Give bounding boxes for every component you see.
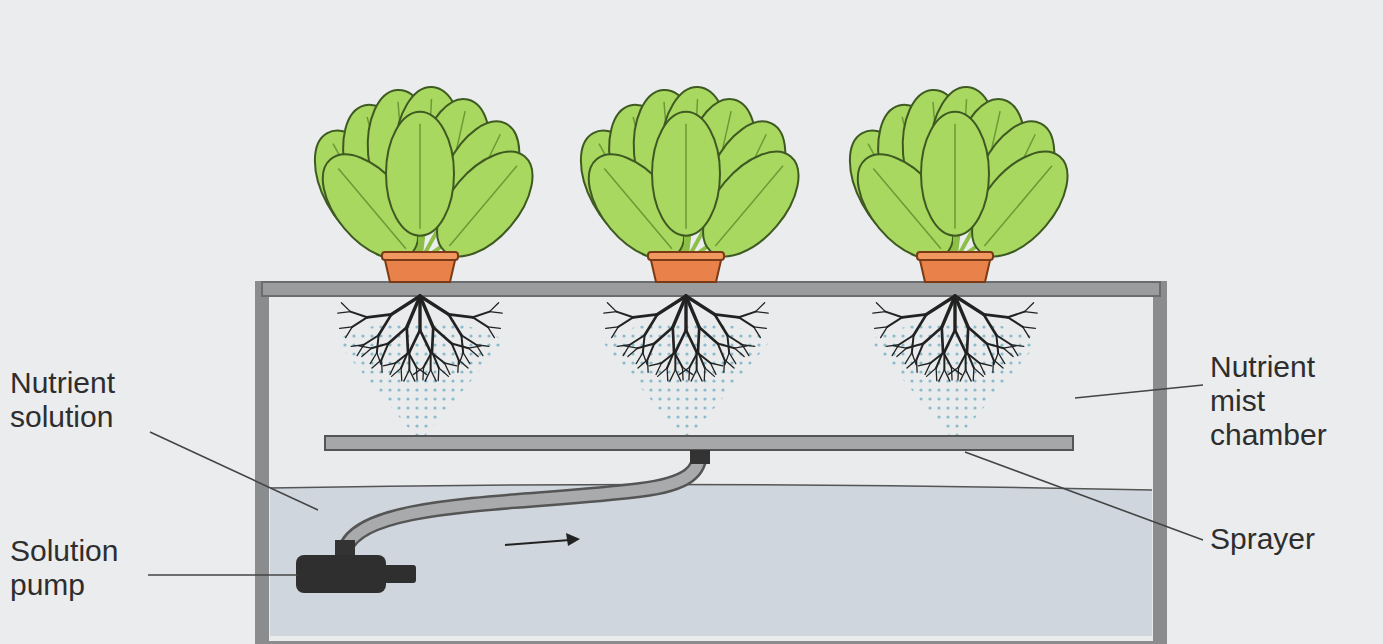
hose bbox=[345, 452, 700, 550]
sprayer-bar bbox=[325, 436, 1073, 450]
plant bbox=[563, 85, 816, 436]
plant bbox=[832, 85, 1085, 436]
top-plate bbox=[262, 282, 1160, 296]
part-label: Sprayer bbox=[1210, 522, 1375, 556]
part-label: Nutrient mist chamber bbox=[1210, 350, 1375, 452]
plant bbox=[297, 85, 550, 436]
part-label: Solution pump bbox=[10, 534, 175, 602]
leader-line bbox=[148, 385, 1203, 575]
part-label: Nutrient solution bbox=[10, 366, 175, 434]
chamber-wall bbox=[262, 288, 1160, 644]
solution-pump bbox=[296, 555, 386, 593]
